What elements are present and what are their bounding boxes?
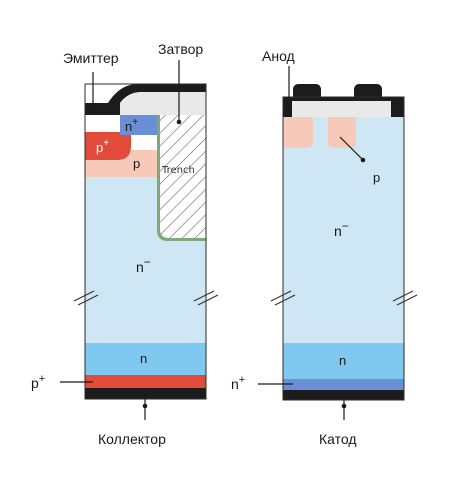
emitter-dot bbox=[90, 104, 96, 110]
diode-anode-metal-right-edge bbox=[391, 97, 404, 117]
gate-label: Затвор bbox=[158, 41, 203, 57]
emitter-label: Эмиттер bbox=[63, 50, 119, 66]
igbt-p-plus-label: p+ bbox=[96, 138, 109, 155]
cathode-dot bbox=[341, 403, 347, 409]
diode-p-well-right bbox=[328, 117, 356, 148]
anode-label: Анод bbox=[262, 48, 295, 64]
diode-anode-metal-bar bbox=[283, 97, 404, 101]
igbt-structure bbox=[84, 83, 207, 400]
diode-structure bbox=[282, 84, 405, 401]
igbt-p-plus-collector-layer bbox=[85, 375, 206, 388]
igbt-p-label: p bbox=[133, 156, 140, 171]
collector-label: Коллектор bbox=[98, 431, 166, 447]
diode-p-dot bbox=[360, 157, 366, 163]
trench-label: Trench bbox=[161, 165, 195, 176]
diode-cathode-metal bbox=[283, 390, 404, 400]
gate-dot bbox=[176, 119, 182, 125]
diode-anode-metal-left-edge bbox=[283, 97, 292, 117]
igbt-break-marks bbox=[73, 290, 219, 306]
igbt-n-buffer-layer bbox=[85, 343, 206, 375]
igbt-p-plus-outer-label: p+ bbox=[31, 373, 45, 391]
anode-dot bbox=[286, 97, 292, 103]
cathode-label: Катод bbox=[319, 431, 357, 447]
igbt-trench-gate-poly bbox=[160, 115, 206, 238]
diode-n-plus-outer-label: n+ bbox=[231, 374, 245, 392]
igbt-gate-oxide bbox=[120, 92, 206, 115]
diode-anode-contact-left bbox=[293, 84, 321, 101]
igbt-emitter-metal bbox=[85, 84, 206, 115]
diode-p-label: p bbox=[373, 170, 380, 185]
igbt-leader-lines bbox=[60, 60, 180, 420]
diode-n-minus-label: n− bbox=[334, 219, 349, 239]
diode-n-minus-region bbox=[283, 117, 404, 343]
diode-anode-contact-right bbox=[354, 84, 382, 101]
collector-dot bbox=[142, 403, 148, 409]
diode-break-marks bbox=[270, 290, 418, 306]
diode-p-well-left bbox=[283, 117, 313, 148]
igbt-collector-metal bbox=[85, 388, 206, 399]
diode-leader-lines bbox=[258, 66, 364, 420]
diode-n-plus-layer bbox=[283, 379, 404, 390]
diode-oxide bbox=[289, 100, 394, 117]
igbt-n-plus-source bbox=[120, 115, 159, 135]
igbt-n-minus-label: n− bbox=[136, 255, 151, 275]
diode-n-buffer-layer bbox=[283, 343, 404, 379]
igbt-p-plus-region bbox=[85, 132, 131, 160]
diode-p-leader bbox=[339, 136, 364, 161]
igbt-n-plus-label: n+ bbox=[125, 117, 138, 134]
igbt-n-buffer-label: n bbox=[140, 351, 147, 366]
diode-n-buffer-label: n bbox=[339, 353, 346, 368]
